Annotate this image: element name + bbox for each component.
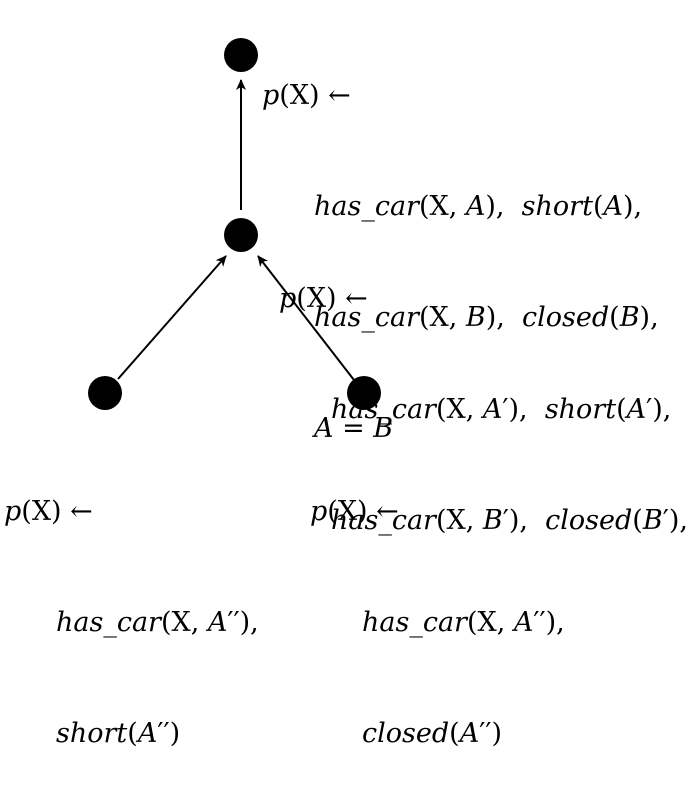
edge-right-to-middle (257, 255, 355, 381)
node-left (88, 376, 122, 410)
node-top (224, 38, 258, 72)
edge-left-to-middle (117, 255, 227, 380)
clause-head: p(X) ← (310, 496, 399, 527)
node-middle (224, 218, 258, 252)
clause-head: p(X) ← (262, 80, 351, 111)
clause-body-line: has_car(X, A), short(A), (314, 191, 643, 222)
clause-body-line: has_car(X, B), closed(B), (314, 302, 659, 333)
clause-top: p(X) ← has_car(X, A), short(A), has_car(… (262, 3, 659, 484)
clause-body-line: has_car(X, A′′), (56, 607, 259, 638)
clause-head: p(X) ← (4, 496, 93, 527)
clause-body-line: closed(A′′) (362, 718, 502, 749)
clause-head: p(X) ← (279, 283, 368, 314)
clause-right: p(X) ← has_car(X, A′′), closed(A′′) (310, 419, 565, 789)
clause-left: p(X) ← has_car(X, A′′), short(A′′) (4, 419, 259, 789)
clause-body-line: has_car(X, A′), short(A′), (331, 394, 672, 425)
clause-body-line: A = B (314, 413, 394, 444)
clause-body-line: has_car(X, A′′), (362, 607, 565, 638)
clause-body-line: short(A′′) (56, 718, 181, 749)
clause-middle: p(X) ← has_car(X, A′), short(A′), has_ca… (279, 206, 688, 576)
clause-body-line: has_car(X, B′), closed(B′), (331, 505, 688, 536)
diagram-canvas (88, 38, 381, 410)
node-right (347, 376, 381, 410)
